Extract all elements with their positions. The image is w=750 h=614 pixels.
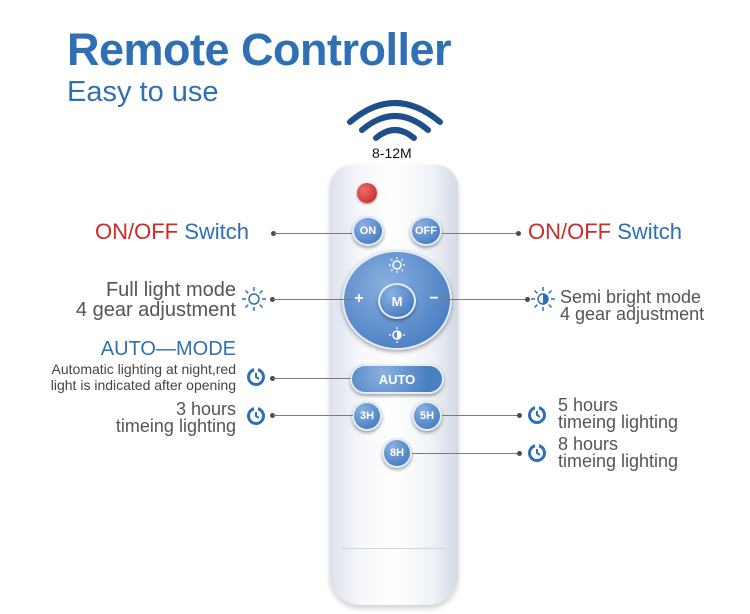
5h-dot xyxy=(517,413,522,418)
wifi-signal-icon xyxy=(347,100,443,141)
dial-sun-icon[interactable] xyxy=(388,256,406,274)
left-switch-label: ON/OFF Switch xyxy=(95,219,250,244)
full-light-dot xyxy=(270,297,275,302)
3h-dot xyxy=(270,413,275,418)
full-light-line xyxy=(273,299,353,300)
3h-line xyxy=(273,415,353,416)
remote-bottom-panel xyxy=(342,548,446,599)
3h-label: 3 hours timeing lighting xyxy=(115,399,236,436)
semi-bright-line xyxy=(440,299,526,300)
half-sun-icon xyxy=(531,287,555,311)
8h-line xyxy=(412,453,518,454)
plus-button[interactable]: + xyxy=(354,290,364,307)
3h-button[interactable]: 3H xyxy=(352,401,382,431)
page-title: Remote Controller xyxy=(67,24,452,75)
left-switch-line xyxy=(274,233,352,234)
5h-button[interactable]: 5H xyxy=(412,401,442,431)
off-button[interactable]: OFF xyxy=(410,216,442,246)
on-button[interactable]: ON xyxy=(352,216,384,246)
range-label: 8-12M xyxy=(372,145,412,161)
semi-bright-dot xyxy=(525,297,530,302)
8h-dot xyxy=(517,451,522,456)
minus-button[interactable]: − xyxy=(429,290,439,307)
mode-button[interactable]: M xyxy=(378,283,416,319)
8h-button[interactable]: 8H xyxy=(382,438,412,468)
timer-icon xyxy=(247,367,265,386)
8h-label: 8 hours timeing lighting xyxy=(558,434,679,471)
5h-line xyxy=(442,415,518,416)
page-subtitle: Easy to use xyxy=(67,76,219,108)
auto-mode-title: AUTO—MODE xyxy=(100,338,236,360)
semi-bright-label: Semi bright mode 4 gear adjustment xyxy=(560,287,705,324)
auto-button[interactable]: AUTO xyxy=(350,364,444,394)
right-switch-line xyxy=(442,233,518,234)
right-switch-label: ON/OFF Switch xyxy=(528,219,683,244)
timer-icon xyxy=(247,406,265,425)
left-switch-dot xyxy=(271,231,276,236)
indicator-led xyxy=(357,183,377,203)
auto-mode-description: Automatic lighting at night,red light is… xyxy=(50,361,236,393)
full-light-label: Full light mode 4 gear adjustment xyxy=(75,279,236,321)
dial-half-sun-icon[interactable] xyxy=(388,326,406,344)
auto-dot xyxy=(270,376,275,381)
timer-icon xyxy=(528,443,546,462)
5h-label: 5 hours timeing lighting xyxy=(558,395,679,432)
timer-icon xyxy=(528,405,546,424)
sun-icon xyxy=(242,287,266,311)
right-switch-dot xyxy=(516,231,521,236)
auto-line xyxy=(273,378,351,379)
